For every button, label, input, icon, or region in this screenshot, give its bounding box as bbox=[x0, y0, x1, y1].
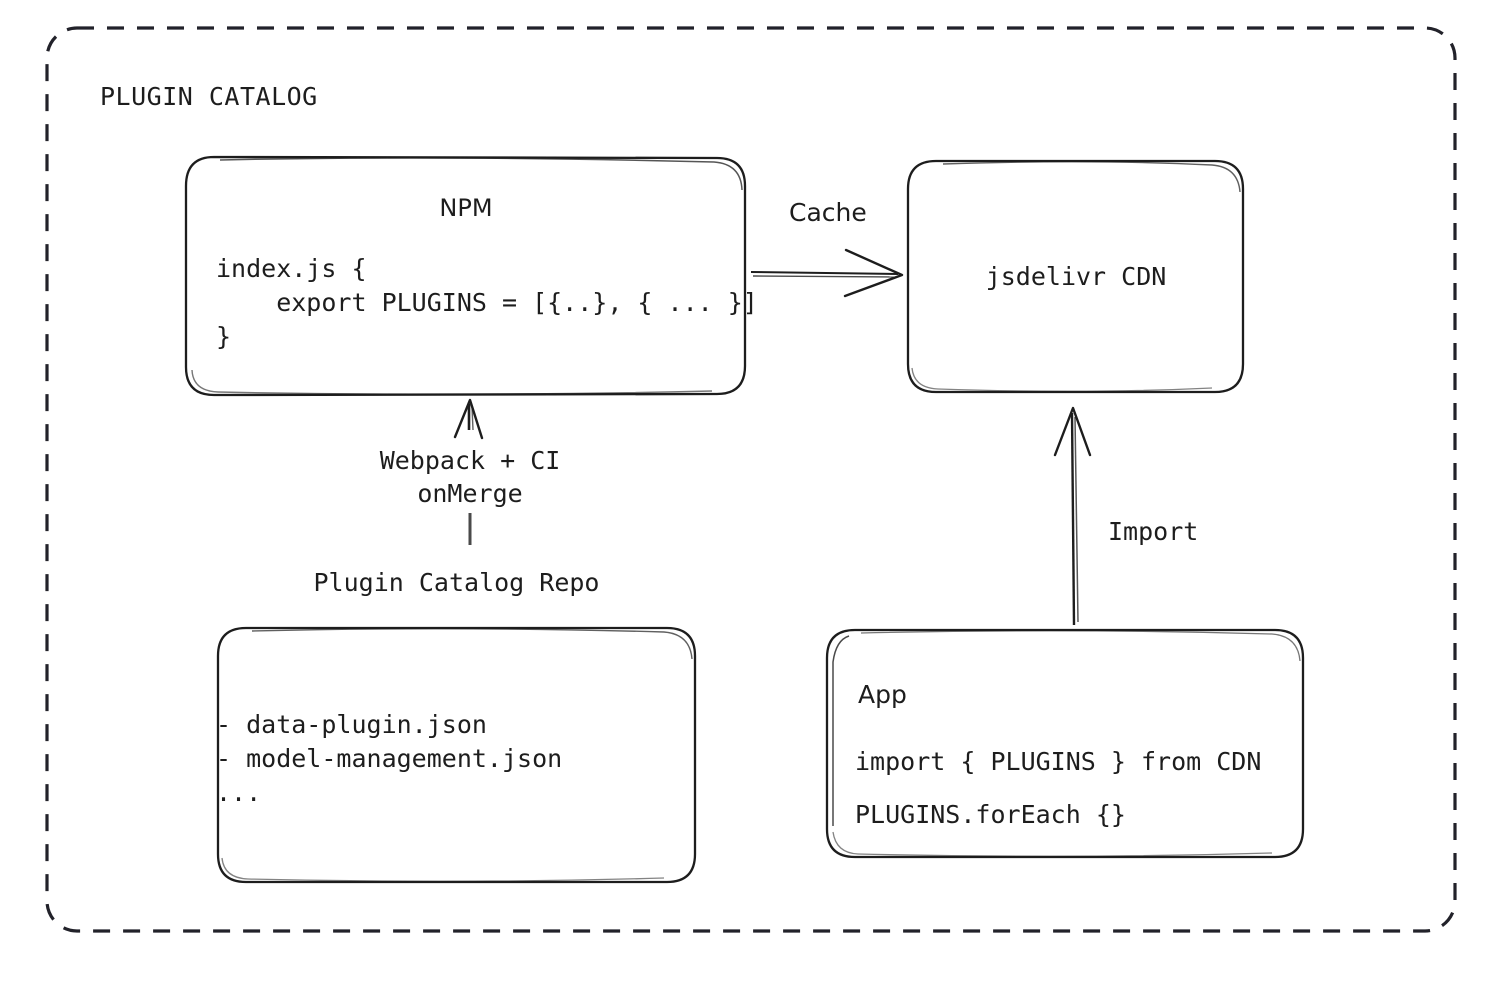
app-box-border bbox=[825, 628, 1305, 859]
import-edge-label: Import bbox=[1108, 517, 1199, 546]
repo-node-caption: Plugin Catalog Repo bbox=[313, 568, 600, 597]
npm-box-border bbox=[184, 155, 747, 397]
import-arrow bbox=[1053, 406, 1092, 626]
app-node-code: import { PLUGINS } from CDN PLUGINS.forEa… bbox=[855, 736, 1261, 841]
npm-node-code: index.js { export PLUGINS = [{..}, { ...… bbox=[216, 254, 758, 351]
group-container-border bbox=[45, 26, 1457, 933]
cdn-node-title: jsdelivr CDN bbox=[985, 262, 1167, 291]
repo-node-file-list: - data-plugin.json - model-management.js… bbox=[216, 710, 563, 807]
build-arrow bbox=[453, 398, 484, 545]
repo-box-border bbox=[216, 626, 697, 884]
app-code-line-2: PLUGINS.forEach {} bbox=[855, 799, 1126, 829]
app-node-title: App bbox=[858, 680, 907, 709]
app-code-line-1: import { PLUGINS } from CDN bbox=[855, 747, 1262, 776]
cache-edge-label: Cache bbox=[789, 198, 867, 227]
cache-arrow bbox=[750, 248, 904, 298]
build-edge-label: Webpack + CI onMerge bbox=[379, 446, 561, 508]
npm-node-title: NPM bbox=[439, 194, 493, 222]
group-title: PLUGIN CATALOG bbox=[100, 82, 318, 111]
cdn-box-border bbox=[906, 159, 1245, 394]
